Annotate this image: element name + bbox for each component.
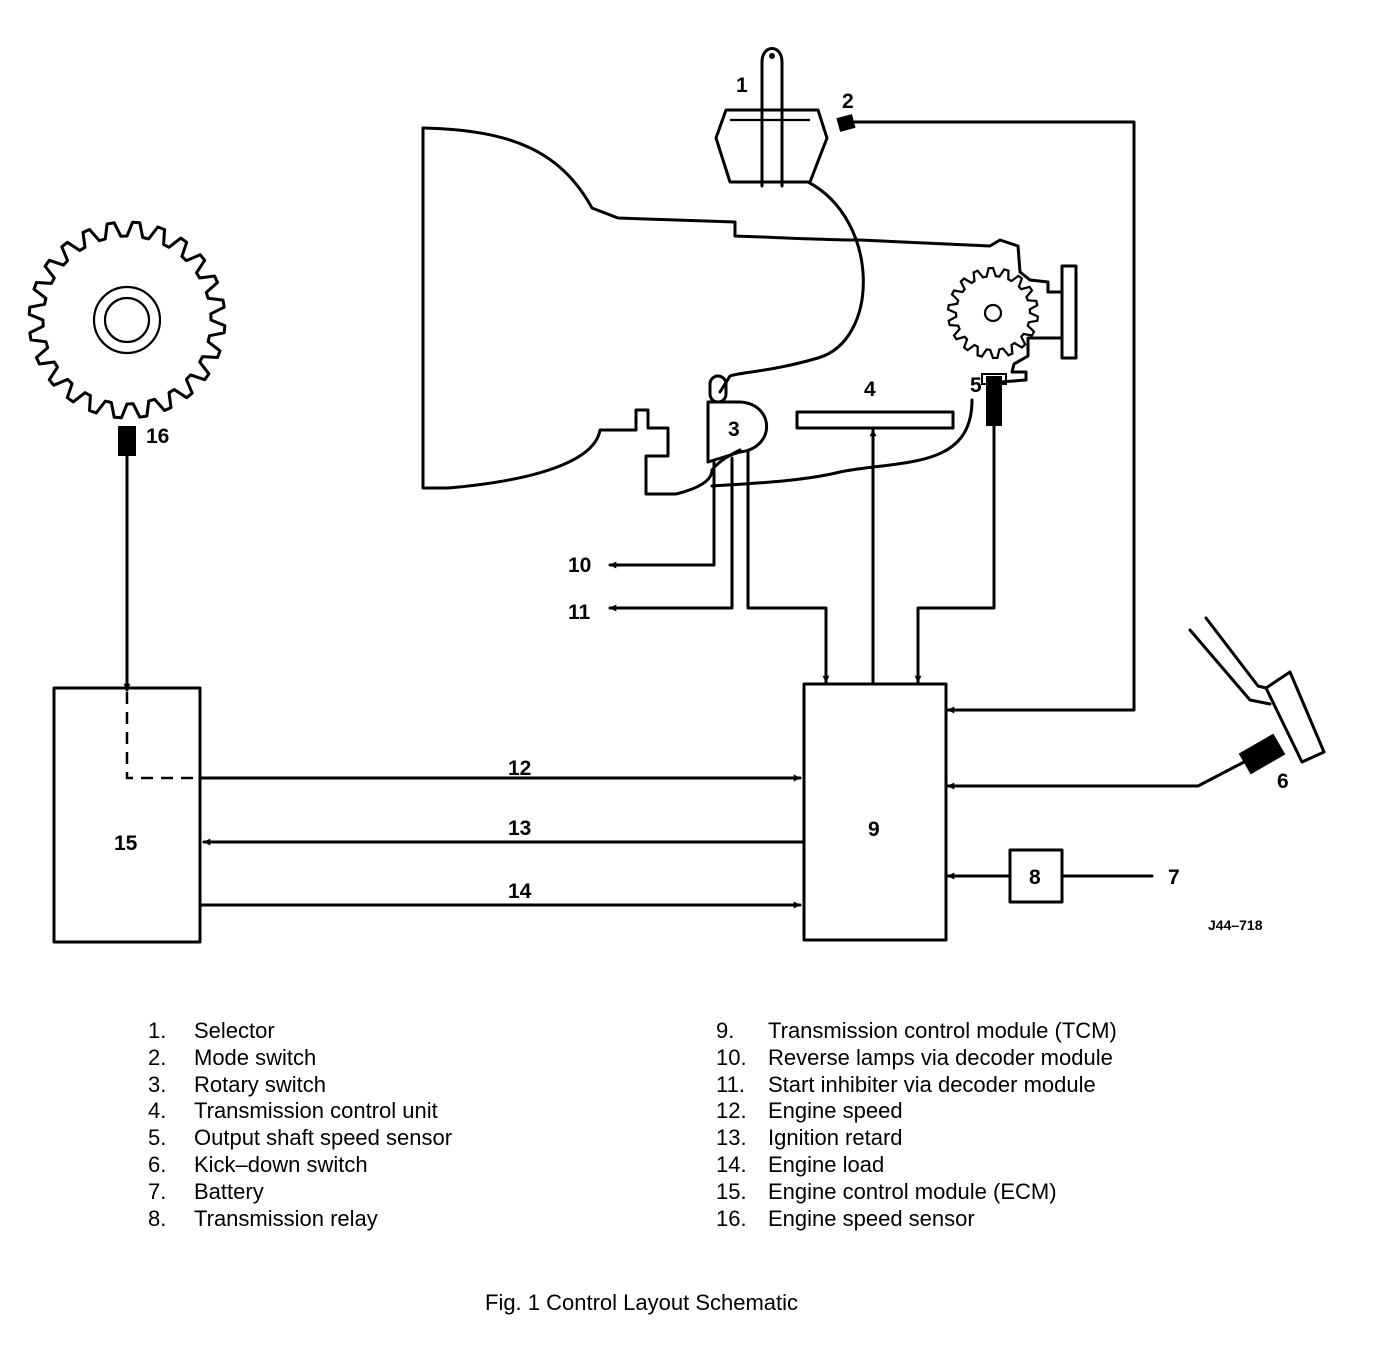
legend-item: 16. Engine speed sensor <box>716 1206 1117 1233</box>
legend-right: 9. Transmission control module (TCM) 10. Re… <box>716 1018 1117 1232</box>
callout-3: 3 <box>728 418 740 441</box>
output-shaft-speed-sensor <box>986 376 1002 426</box>
callout-4: 4 <box>864 378 876 401</box>
legend-number: 12. <box>716 1098 747 1124</box>
legend-number: 7. <box>148 1178 167 1204</box>
callout-16: 16 <box>146 425 169 448</box>
legend-text: Transmission relay <box>194 1205 378 1231</box>
legend-text: Battery <box>194 1178 264 1204</box>
legend-text: Engine speed <box>768 1098 903 1124</box>
kick-down-pedal <box>1188 616 1326 764</box>
legend-item: 11. Start inhibiter via decoder module <box>716 1072 1117 1099</box>
callout-15: 15 <box>114 832 138 855</box>
engine-speed-sensor <box>118 426 136 456</box>
legend-item: 14. Engine load <box>716 1152 1117 1179</box>
legend-number: 5. <box>148 1125 167 1151</box>
legend-item: 3. Rotary switch <box>148 1072 452 1099</box>
callout-14: 14 <box>508 880 532 903</box>
legend-item: 10. Reverse lamps via decoder module <box>716 1045 1117 1072</box>
legend-text: Engine control module (ECM) <box>768 1178 1057 1204</box>
tcm-box <box>802 682 948 942</box>
callout-6: 6 <box>1277 770 1289 793</box>
legend-text: Ignition retard <box>768 1125 903 1151</box>
legend-text: Output shaft speed sensor <box>194 1125 453 1151</box>
callout-9: 9 <box>868 818 880 841</box>
control-layout-schematic: 1 2 3 4 5 6 7 8 9 10 11 12 13 14 15 16 J… <box>27 47 1326 944</box>
legend-text: Reverse lamps via decoder module <box>768 1044 1113 1070</box>
figure-caption: Fig. 1 Control Layout Schematic <box>485 1290 799 1315</box>
callout-10: 10 <box>568 554 591 577</box>
legend-text: Selector <box>194 1018 275 1043</box>
legend-number: 9. <box>716 1018 735 1043</box>
wire-kickdown-to-tcm <box>946 760 1246 790</box>
callout-8: 8 <box>1029 866 1041 889</box>
legend-item: 8. Transmission relay <box>148 1206 452 1233</box>
legend-number: 6. <box>148 1151 167 1177</box>
wire-reverse-lamps <box>608 460 716 569</box>
callout-2: 2 <box>842 90 854 113</box>
legend-number: 16. <box>716 1205 747 1231</box>
wire-start-inhibiter <box>608 456 734 612</box>
legend-text: Transmission control module (TCM) <box>768 1018 1117 1043</box>
legend-number: 15. <box>716 1178 747 1204</box>
wire-tcu-harness <box>710 398 974 488</box>
wire-rotary-to-tcm <box>746 450 830 684</box>
callout-1: 1 <box>736 74 748 97</box>
legend-item: 6. Kick–down switch <box>148 1152 452 1179</box>
callout-13: 13 <box>508 817 531 840</box>
legend-number: 13. <box>716 1125 747 1151</box>
legend-text: Mode switch <box>194 1044 317 1070</box>
callout-12: 12 <box>508 757 531 780</box>
legend-text: Start inhibiter via decoder module <box>768 1071 1096 1097</box>
engine-speed-sensor-wheel <box>27 220 227 420</box>
flange-plate <box>1060 264 1078 360</box>
legend-text: Kick–down switch <box>194 1151 368 1177</box>
legend-item: 9. Transmission control module (TCM) <box>716 1018 1117 1045</box>
legend-item: 5. Output shaft speed sensor <box>148 1125 452 1152</box>
legend-text: Rotary switch <box>194 1071 327 1097</box>
wire-mode-switch-to-tcm <box>852 120 1136 714</box>
output-shaft-gear <box>946 266 1040 360</box>
legend-text: Engine load <box>768 1151 885 1177</box>
legend-number: 4. <box>148 1098 167 1124</box>
wire-sensor5-to-tcm <box>914 424 996 684</box>
callout-5: 5 <box>970 374 982 397</box>
legend-number: 8. <box>148 1205 167 1231</box>
legend-item: 7. Battery <box>148 1179 452 1206</box>
ecm-box <box>52 686 202 944</box>
legend-number: 1. <box>148 1018 167 1043</box>
legend-number: 11. <box>716 1071 745 1097</box>
legend-item: 15. Engine control module (ECM) <box>716 1179 1117 1206</box>
mode-switch <box>836 114 856 132</box>
legend-text: Engine speed sensor <box>768 1205 975 1231</box>
selector-cable <box>718 180 865 394</box>
legend-item: 4. Transmission control unit <box>148 1098 452 1125</box>
callout-11: 11 <box>568 601 591 624</box>
callout-7: 7 <box>1168 866 1180 889</box>
figure-code: J44–718 <box>1208 917 1263 933</box>
ecm-internal-dashed-link <box>125 692 200 780</box>
legend-text: Transmission control unit <box>194 1098 438 1124</box>
legend-number: 14. <box>716 1151 747 1177</box>
rotary-switch <box>706 374 768 464</box>
legend-number: 3. <box>148 1071 167 1097</box>
transmission-control-unit <box>795 410 955 430</box>
selector <box>714 47 829 188</box>
legend-number: 10. <box>716 1044 747 1070</box>
legend-item: 2. Mode switch <box>148 1045 452 1072</box>
legend-item: 12. Engine speed <box>716 1098 1117 1125</box>
kick-down-switch <box>1238 733 1286 775</box>
legend-number: 2. <box>148 1044 167 1070</box>
legend-item: 1. Selector <box>148 1018 452 1045</box>
legend-item: 13. Ignition retard <box>716 1125 1117 1152</box>
